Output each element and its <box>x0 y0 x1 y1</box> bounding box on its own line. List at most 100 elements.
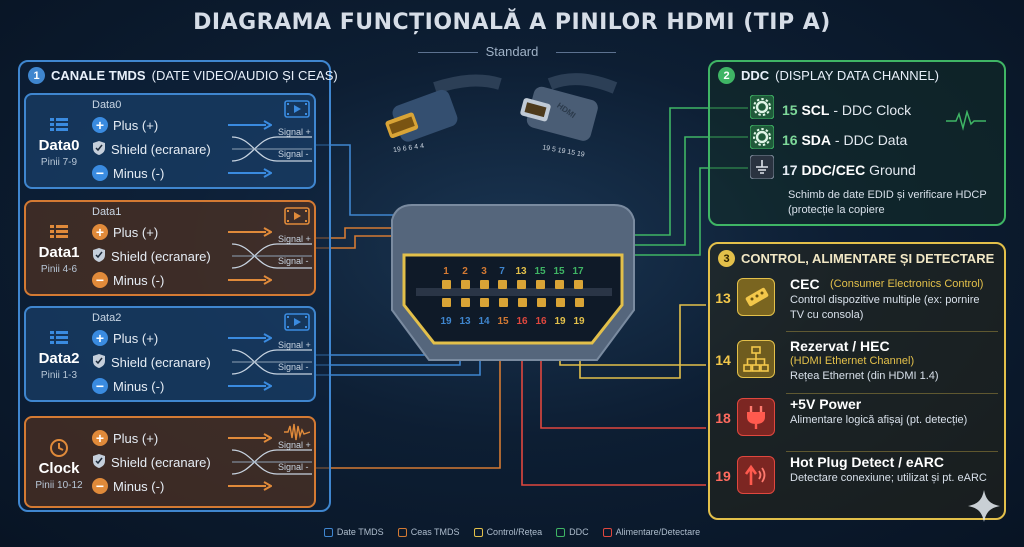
data-lines-icon <box>44 328 74 351</box>
minus-icon: − <box>92 272 108 288</box>
connector-pin <box>499 298 508 307</box>
control-pin-number: 14 <box>715 352 731 368</box>
pin-number-bottom: 13 <box>459 316 471 327</box>
network-icon <box>737 340 775 378</box>
legend-label: Date TMDS <box>336 527 384 537</box>
section-number: 3 <box>718 250 735 267</box>
ddc-item: 17 DDC/CEC Ground <box>749 154 916 184</box>
video-icon <box>284 99 310 124</box>
control-pin-number: 13 <box>715 290 731 306</box>
section-number: 1 <box>28 67 45 84</box>
arrow-right-icon <box>228 118 274 133</box>
signal-rows: +Plus (+)Shield (ecranare)−Minus (-) <box>92 426 274 498</box>
control-item-desc: Control dispozitive multiple (ex: pornir… <box>790 294 980 321</box>
arrow-right-icon <box>228 225 274 240</box>
tmds-section-header: 1 CANALE TMDS (DATE VIDEO/AUDIO ȘI CEAS) <box>28 67 338 84</box>
plus-icon: + <box>92 330 108 346</box>
subtitle-divider-right <box>556 52 616 53</box>
signal-rows: +Plus (+)Shield (ecranare)−Minus (-) <box>92 113 274 185</box>
legend-label: Alimentare/Detectare <box>615 527 701 537</box>
wire-cec <box>579 304 706 379</box>
ddc-item-text: 15 SCL - DDC Clock <box>782 102 911 118</box>
pin-number-top: 15 <box>553 266 565 277</box>
card-pins: Pinii 7-9 <box>40 157 78 168</box>
signal-plus-label: Signal + <box>278 127 311 137</box>
shield-icon <box>92 140 106 159</box>
control-pin-number: 19 <box>715 468 731 484</box>
video-icon <box>284 206 310 231</box>
data-lines-icon <box>44 115 74 138</box>
shield-row: Shield (ecranare) <box>92 350 272 374</box>
connector-pin <box>537 298 546 307</box>
data-lines-icon <box>44 222 74 245</box>
divider <box>786 451 998 452</box>
signal-minus-label: Signal - <box>278 362 309 372</box>
plus-label: Plus (+) <box>113 330 159 346</box>
ddc-item-text: 16 SDA - DDC Data <box>782 132 907 148</box>
ddc-note: Schimb de date EDID și verificare HDCP (… <box>788 189 987 216</box>
plus-label: Plus (+) <box>113 224 159 240</box>
plug-icon <box>737 398 775 436</box>
gear-icon <box>749 94 775 124</box>
legend-item: Date TMDS <box>323 527 384 537</box>
connector-pin <box>442 280 451 289</box>
minus-row: −Minus (-) <box>92 474 274 498</box>
video-icon <box>284 312 310 337</box>
signal-wave-icon <box>946 110 986 131</box>
ddc-pin-desc: - DDC Clock <box>833 101 912 118</box>
card-name: Data1 <box>38 244 80 261</box>
minus-icon: − <box>92 165 108 181</box>
connector-pin <box>536 280 545 289</box>
control-item-desc: Rețea Ethernet (din HDMI 1.4) <box>790 370 939 382</box>
connector-pin <box>480 280 489 289</box>
legend-swatch <box>397 527 407 537</box>
card-pins: Pinii 4-6 <box>40 264 78 275</box>
minus-row: −Minus (-) <box>92 268 274 292</box>
tmds-section-subtitle: (DATE VIDEO/AUDIO ȘI CEAS) <box>151 68 338 83</box>
control-item-desc: Detectare conexiune; utilizat și pt. eAR… <box>790 472 987 484</box>
card-pins: Pinii 1-3 <box>40 370 78 381</box>
ddc-item: 15 SCL - DDC Clock <box>749 94 911 124</box>
wire-hpd <box>521 330 706 486</box>
pin-number-bottom: 19 <box>440 316 452 327</box>
ground-icon <box>749 154 775 184</box>
shield-row: Shield (ecranare) <box>92 244 272 268</box>
control-item-title: CEC <box>790 276 820 292</box>
pin-number-top: 15 <box>534 266 546 277</box>
connector-pin <box>517 280 526 289</box>
waveform-icon <box>284 422 311 447</box>
shield-row: Shield (ecranare) <box>92 137 272 161</box>
subtitle-divider-left <box>418 52 478 53</box>
connector-pin <box>556 298 565 307</box>
signal-plus-label: Signal + <box>278 440 311 450</box>
ddc-item: 16 SDA - DDC Data <box>749 124 907 154</box>
minus-label: Minus (-) <box>113 272 165 288</box>
divider <box>786 393 998 394</box>
pin-number-bottom: 15 <box>497 316 509 327</box>
plus-icon: + <box>92 224 108 240</box>
hotplug-icon <box>737 456 775 494</box>
control-item-desc: Alimentare logică afișaj (pt. detecție) <box>790 414 968 426</box>
page-title: DIAGRAMA FUNCȚIONALĂ A PINILOR HDMI (TIP… <box>193 10 831 35</box>
pin-number-top: 2 <box>462 266 468 277</box>
signal-plus-label: Signal + <box>278 234 311 244</box>
pin-number-bottom: 16 <box>535 316 547 327</box>
hdmi-cables-illustration <box>385 73 618 142</box>
tmds-section-title: CANALE TMDS <box>51 68 146 83</box>
divider <box>786 331 998 332</box>
signal-rows: +Plus (+)Shield (ecranare)−Minus (-) <box>92 220 274 292</box>
ddc-pin-desc: - DDC Data <box>834 131 908 148</box>
wire-5v <box>540 330 706 429</box>
card-name: Clock <box>38 460 80 477</box>
pin-number-top: 3 <box>481 266 487 277</box>
section-number: 2 <box>718 67 735 84</box>
control-section-title: CONTROL, ALIMENTARE ȘI DETECTARE <box>741 251 995 266</box>
minus-row: −Minus (-) <box>92 374 274 398</box>
signal-plus-label: Signal + <box>278 340 311 350</box>
connector-pin <box>575 298 584 307</box>
page-subtitle: Standard <box>485 44 539 59</box>
card-subtitle: Data0 <box>92 99 122 111</box>
ddc-pin-number: 15 <box>782 101 798 118</box>
